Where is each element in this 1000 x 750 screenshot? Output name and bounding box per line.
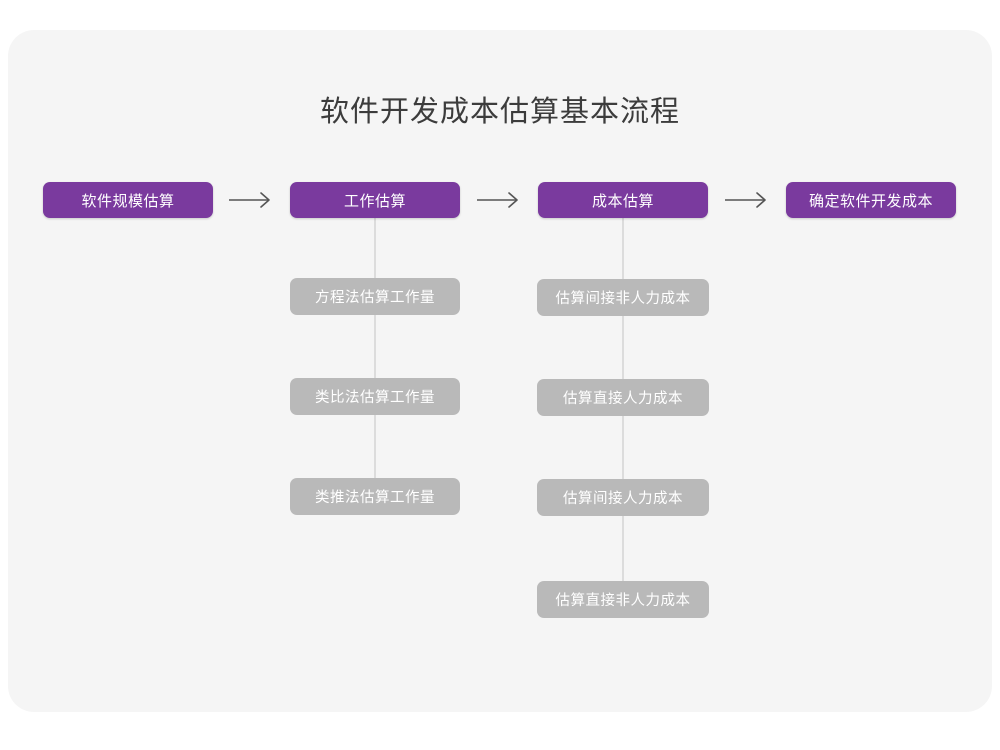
arrow-right-icon-1 bbox=[228, 189, 276, 211]
arrow-right-icon-3 bbox=[724, 189, 772, 211]
step-label: 成本估算 bbox=[591, 192, 654, 210]
step-determine-development-cost[interactable]: 确定软件开发成本 bbox=[786, 182, 956, 218]
substep-label: 方程法估算工作量 bbox=[315, 290, 435, 306]
substep-inference-method-workload[interactable]: 类推法估算工作量 bbox=[290, 478, 460, 515]
step-cost-estimation[interactable]: 成本估算 bbox=[538, 182, 708, 218]
substep-label: 类比法估算工作量 bbox=[315, 390, 435, 406]
substep-equation-method-workload[interactable]: 方程法估算工作量 bbox=[290, 278, 460, 315]
substep-indirect-nonlabor-cost[interactable]: 估算间接非人力成本 bbox=[537, 279, 709, 316]
substep-label: 估算直接人力成本 bbox=[563, 391, 683, 407]
substep-label: 估算间接人力成本 bbox=[563, 491, 683, 507]
page-title: 软件开发成本估算基本流程 bbox=[319, 96, 680, 128]
substep-label: 估算直接非人力成本 bbox=[555, 593, 691, 609]
step-label: 工作估算 bbox=[343, 192, 406, 210]
substep-label: 类推法估算工作量 bbox=[315, 490, 435, 506]
step-label: 确定软件开发成本 bbox=[808, 192, 933, 210]
substep-indirect-labor-cost[interactable]: 估算间接人力成本 bbox=[537, 479, 709, 516]
substep-direct-labor-cost[interactable]: 估算直接人力成本 bbox=[537, 379, 709, 416]
arrow-right-icon-2 bbox=[476, 189, 524, 211]
substep-analogy-method-workload[interactable]: 类比法估算工作量 bbox=[290, 378, 460, 415]
substep-label: 估算间接非人力成本 bbox=[555, 291, 691, 307]
content-card bbox=[8, 30, 992, 712]
step-software-size-estimation[interactable]: 软件规模估算 bbox=[43, 182, 213, 218]
step-work-estimation[interactable]: 工作估算 bbox=[290, 182, 460, 218]
step-label: 软件规模估算 bbox=[81, 192, 175, 210]
connector-line-work-estimation bbox=[374, 218, 376, 496]
substep-direct-nonlabor-cost[interactable]: 估算直接非人力成本 bbox=[537, 581, 709, 618]
